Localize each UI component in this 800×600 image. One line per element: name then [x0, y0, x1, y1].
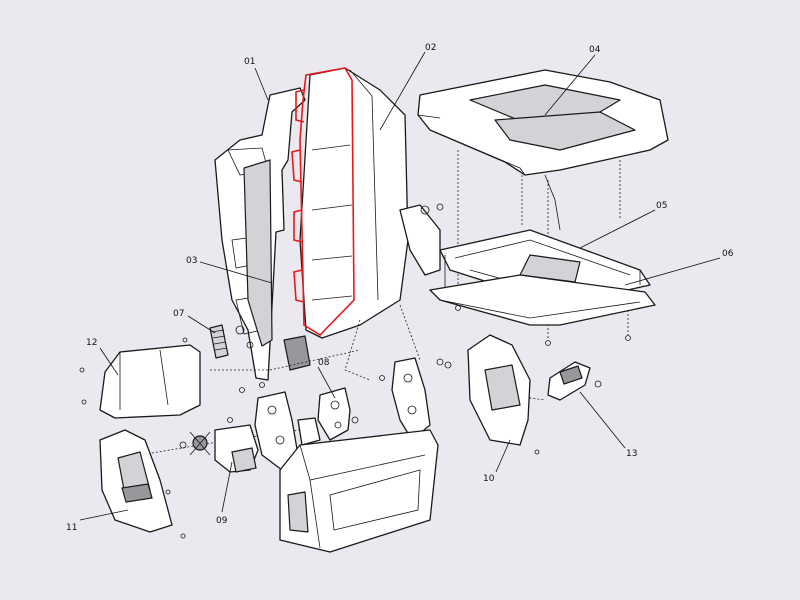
callout-02[interactable]: 02: [425, 43, 436, 53]
callout-11[interactable]: 11: [66, 523, 77, 533]
callout-leaders: [79, 51, 721, 521]
callout-10[interactable]: 10: [483, 474, 495, 484]
fasteners: [182, 337, 444, 423]
callout-08[interactable]: 08: [318, 358, 330, 368]
part-13-belt-buckle[interactable]: [547, 361, 602, 401]
callout-09[interactable]: 09: [216, 516, 228, 526]
part-07-spring[interactable]: [209, 324, 229, 359]
part-06-seat-base-tray[interactable]: [429, 274, 656, 346]
part-08-recliner-plate[interactable]: [297, 387, 359, 446]
callout-04[interactable]: 04: [589, 45, 601, 55]
callout-03[interactable]: 03: [186, 256, 197, 266]
part-09-adjust-bracket[interactable]: [179, 424, 259, 473]
callout-05[interactable]: 05: [656, 201, 667, 211]
part-10-right-side-cover[interactable]: [444, 334, 540, 455]
callout-13[interactable]: 13: [626, 449, 637, 459]
callout-01[interactable]: 01: [244, 57, 255, 67]
highlighted-edge: [299, 67, 355, 337]
callout-07[interactable]: 07: [173, 309, 184, 319]
callout-12[interactable]: 12: [86, 338, 97, 348]
part-01-backrest-frame[interactable]: [214, 87, 311, 381]
part-04-seat-cushion[interactable]: [417, 69, 669, 176]
assembly-guide-lines: [139, 150, 629, 456]
callout-labels: 01 02 03 04 05 06 07 08 09 10 11 12 13: [66, 43, 734, 533]
part-11-left-side-cover[interactable]: [99, 429, 186, 539]
part-12-side-shield[interactable]: [79, 344, 201, 419]
callout-06[interactable]: 06: [722, 249, 734, 259]
hinge-bracket-right[interactable]: [391, 357, 431, 441]
part-02-backrest-cushion[interactable]: [291, 67, 444, 339]
seat-riser-base[interactable]: [279, 429, 439, 553]
